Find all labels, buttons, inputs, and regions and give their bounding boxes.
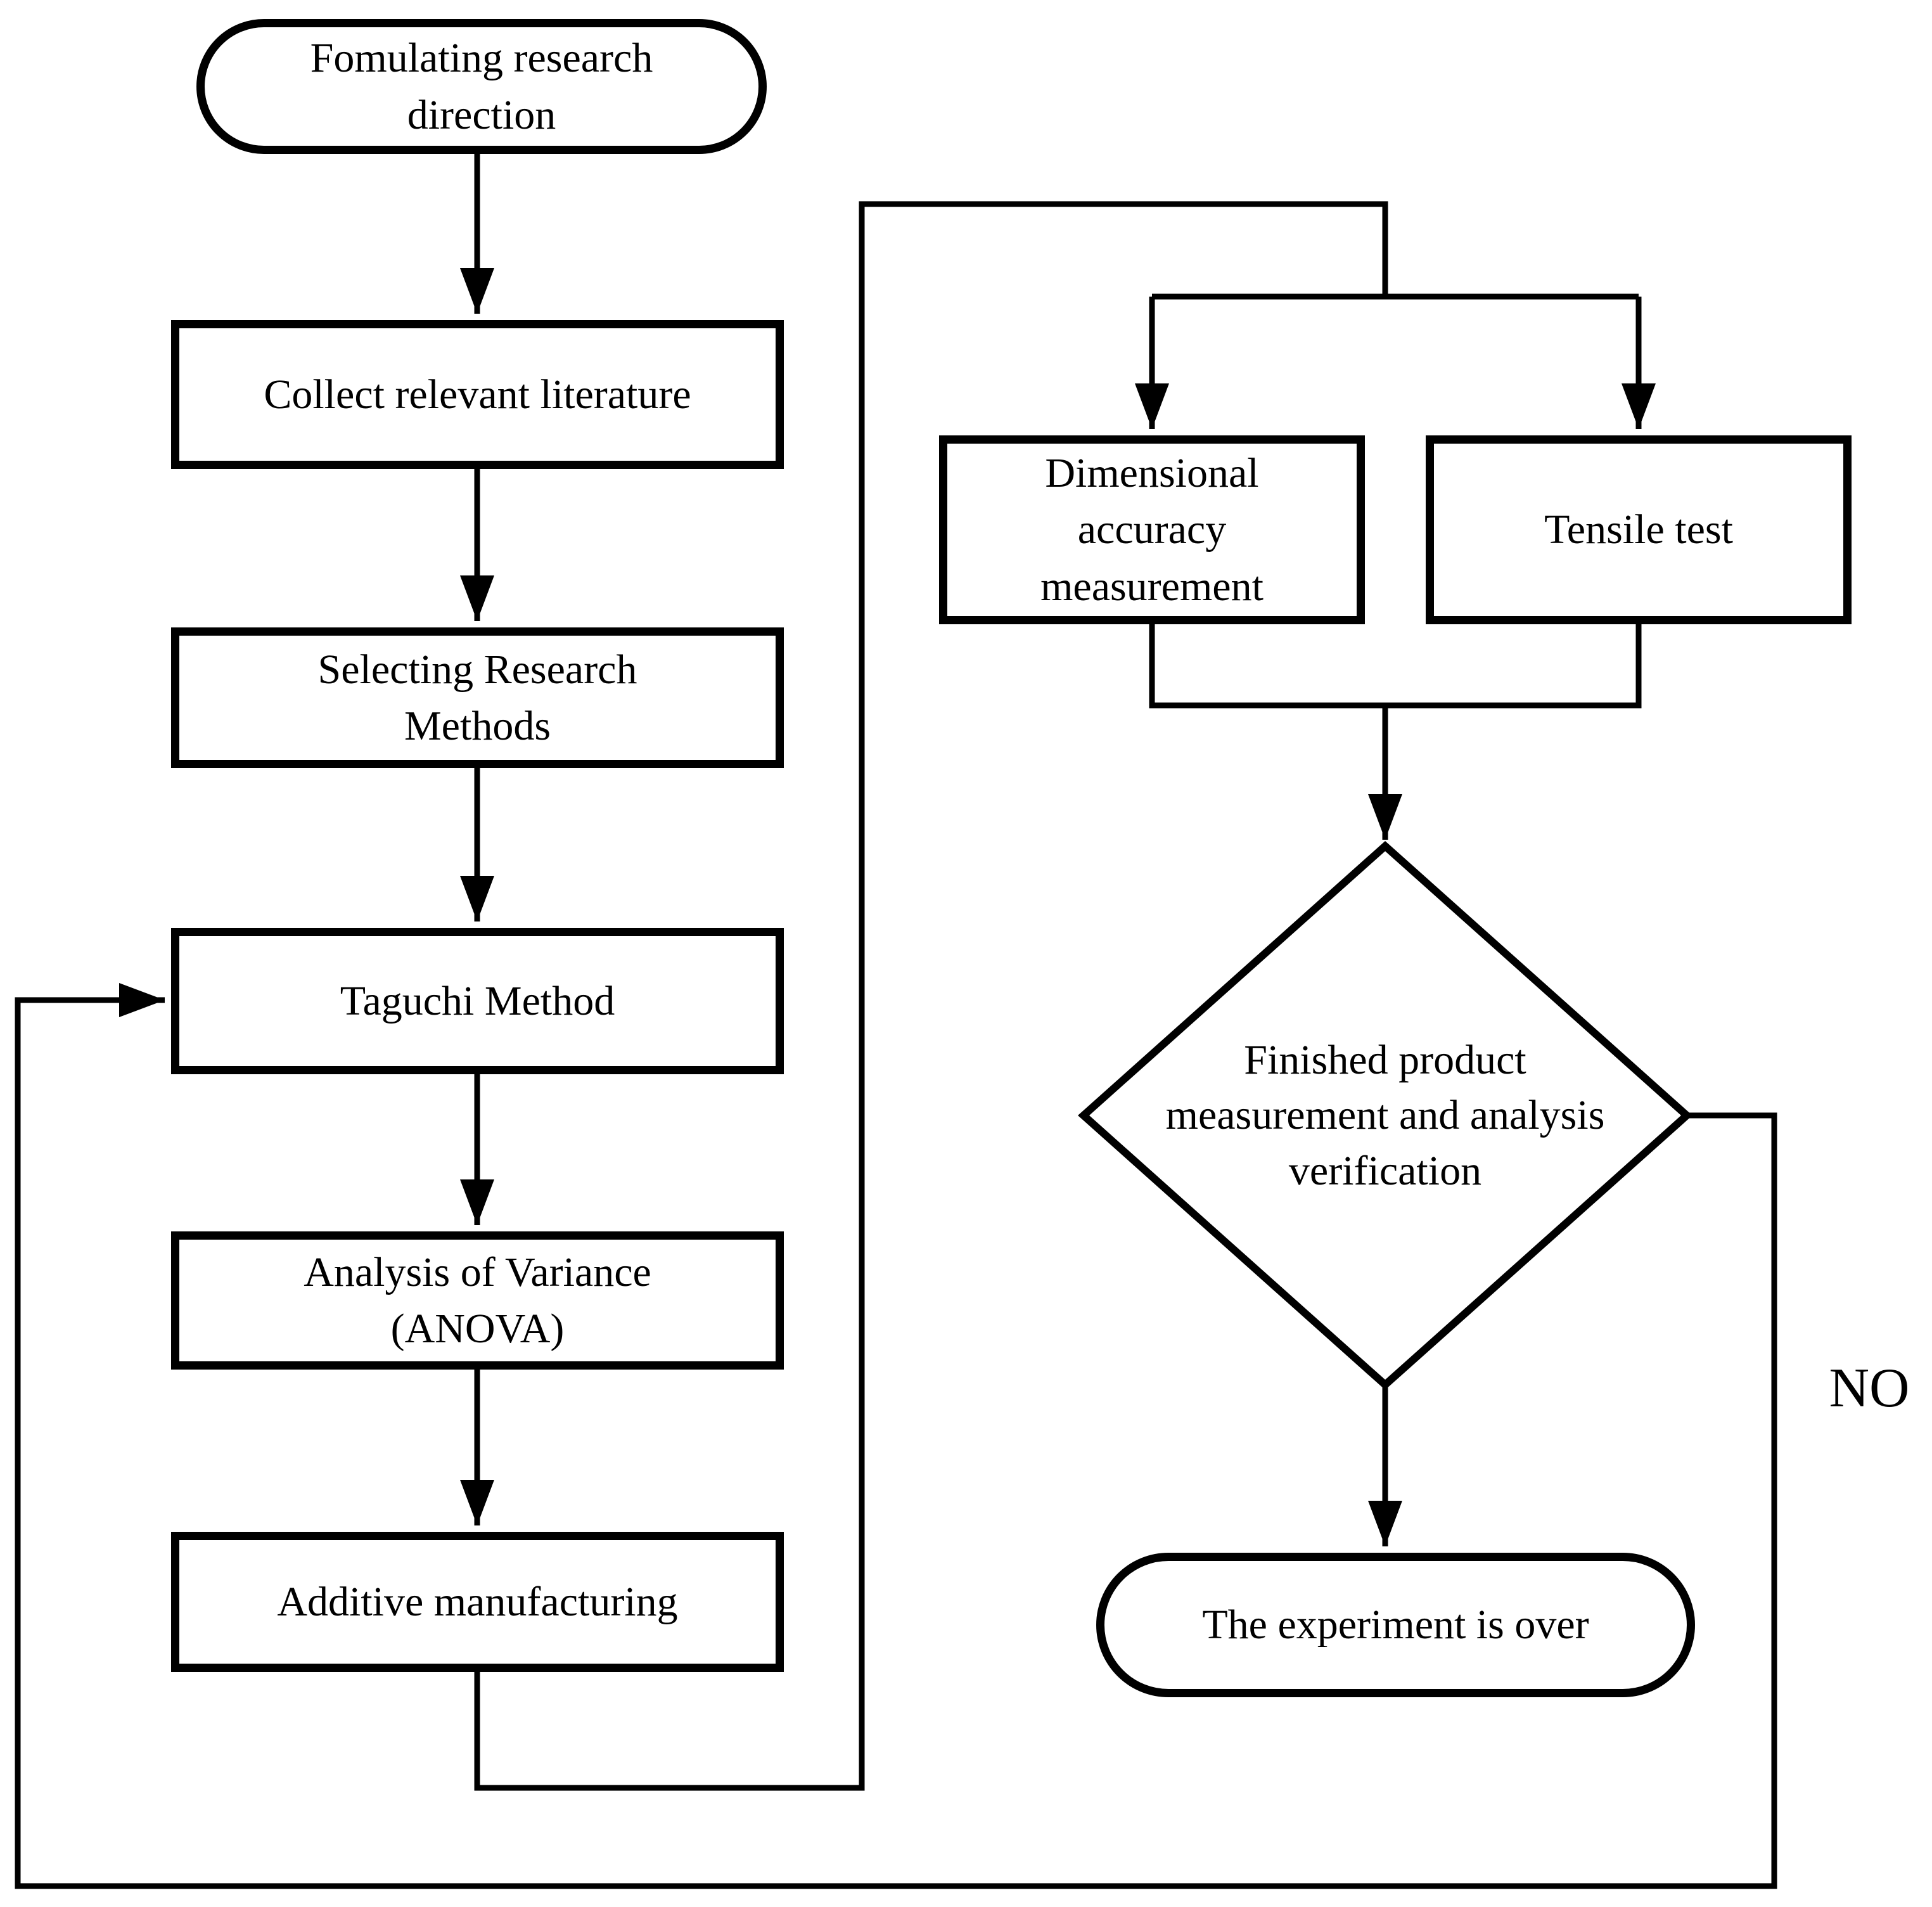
node-analysis-of-variance: Analysis of Variance (ANOVA) xyxy=(171,1231,784,1370)
node-selecting-research-methods: Selecting Research Methods xyxy=(171,627,784,768)
node-collect-relevant-literature: Collect relevant literature xyxy=(171,320,784,469)
node-formulating-research-direction: Fomulating research direction xyxy=(196,19,767,154)
node-label: Collect relevant literature xyxy=(264,371,691,418)
node-label: Fomulating research direction xyxy=(310,35,653,138)
node-label: Selecting Research Methods xyxy=(317,646,637,749)
node-label: Dimensional accuracy measurement xyxy=(1040,450,1263,610)
node-label: The experiment is over xyxy=(1202,1602,1589,1648)
node-label: Taguchi Method xyxy=(340,977,615,1024)
node-tensile-test: Tensile test xyxy=(1426,435,1852,624)
node-label: Analysis of Variance (ANOVA) xyxy=(304,1249,651,1352)
node-label: Additive manufacturing xyxy=(277,1578,678,1625)
node-dimensional-accuracy-measurement: Dimensional accuracy measurement xyxy=(939,435,1365,624)
connector-no-feedback-to-taguchi xyxy=(15,983,1777,1889)
no-branch-label: NO xyxy=(1829,1358,1910,1419)
node-additive-manufacturing: Additive manufacturing xyxy=(171,1532,784,1672)
merge-tee-line xyxy=(1149,624,1642,709)
decision-diamond-shape xyxy=(1077,840,1693,1390)
node-label: Finished product measurement and analysi… xyxy=(1165,1037,1605,1194)
node-decision-finished-product: Finished product measurement and analysi… xyxy=(1163,989,1607,1242)
node-experiment-over: The experiment is over xyxy=(1096,1553,1695,1697)
connector-additive-to-split xyxy=(474,201,1388,1791)
node-label: Tensile test xyxy=(1544,506,1733,553)
node-taguchi-method: Taguchi Method xyxy=(171,928,784,1074)
